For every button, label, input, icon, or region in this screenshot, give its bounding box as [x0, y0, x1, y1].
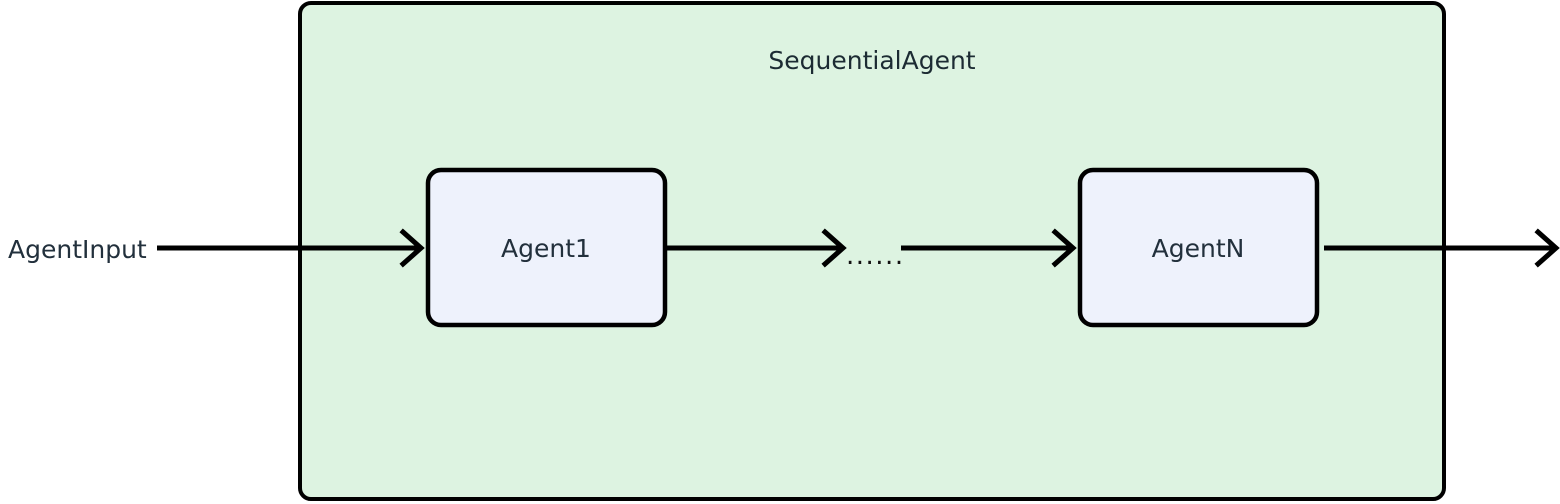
node-agent1[interactable]: Agent1	[425, 167, 668, 328]
edge-agent1-to-ellipsis	[667, 228, 847, 268]
sequential-agent-title: SequentialAgent	[768, 46, 975, 75]
ellipsis-label: ......	[846, 241, 905, 271]
edge-agentn-to-output	[1324, 228, 1560, 268]
agent1-box[interactable]	[425, 167, 668, 328]
agentn-label: AgentN	[1152, 234, 1245, 263]
node-agentn[interactable]: AgentN	[1077, 167, 1320, 328]
agentn-box[interactable]	[1077, 167, 1320, 328]
edge-agentinput-to-agent1	[157, 228, 425, 268]
sequential-agent-container	[298, 1, 1446, 501]
edge-ellipsis-to-agentn	[901, 228, 1077, 268]
agent1-label: Agent1	[501, 234, 591, 263]
agent-input-label: AgentInput	[8, 235, 147, 264]
